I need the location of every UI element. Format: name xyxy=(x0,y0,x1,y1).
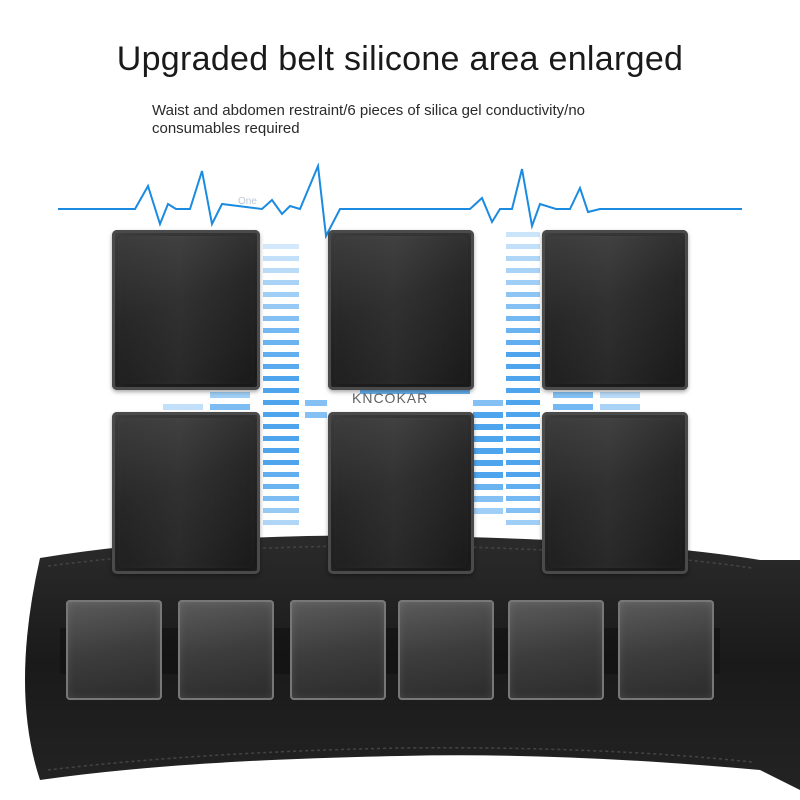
page-subtitle: Waist and abdomen restraint/6 pieces of … xyxy=(152,102,586,137)
belt-pad-4 xyxy=(398,600,494,700)
silicone-pad-4 xyxy=(112,412,260,574)
belt-pad-2 xyxy=(178,600,274,700)
silicone-pad-6 xyxy=(542,412,688,574)
silicone-pad-3 xyxy=(542,230,688,390)
silicone-pad-2 xyxy=(328,230,474,390)
silicone-pad-1 xyxy=(112,230,260,390)
silicone-pad-5 xyxy=(328,412,474,574)
belt-pad-1 xyxy=(66,600,162,700)
heartbeat-line-icon xyxy=(58,162,742,240)
belt-pad-5 xyxy=(508,600,604,700)
page-title: Upgraded belt silicone area enlarged xyxy=(116,40,684,78)
equalizer-bars-icon xyxy=(163,232,640,525)
belt-pad-6 xyxy=(618,600,714,700)
brand-watermark: KNCOKAR xyxy=(352,390,429,406)
belt-pad-3 xyxy=(290,600,386,700)
corner-watermark: One xyxy=(238,196,257,207)
